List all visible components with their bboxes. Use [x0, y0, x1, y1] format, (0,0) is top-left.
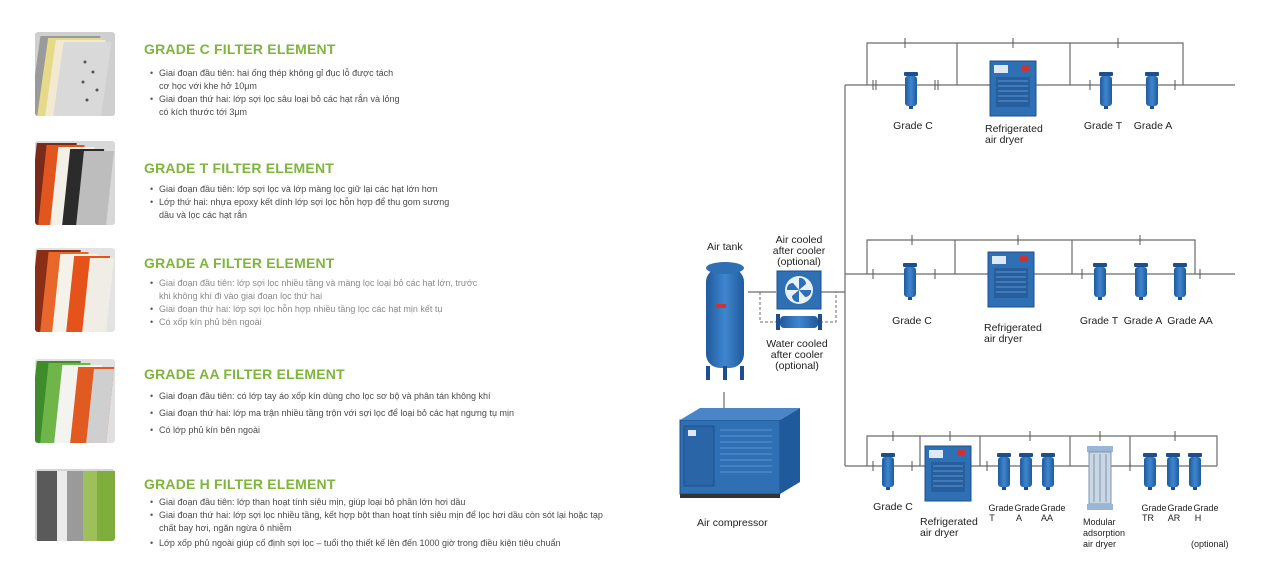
- row2-grade-t-label: Grade T: [1080, 315, 1119, 327]
- water-cooler-label-1: Water cooled: [766, 338, 828, 350]
- grade-h-element-image: [35, 469, 115, 541]
- grade-aa-bullet-2: Giai đoạn thứ hai: lớp ma trận nhiều tần…: [150, 407, 640, 420]
- row3-grade-tr-label-2: TR: [1142, 513, 1154, 523]
- row2-grade-a-label: Grade A: [1124, 315, 1163, 327]
- air-cooler: [776, 270, 822, 310]
- water-cooler-label-3: (optional): [775, 360, 819, 372]
- filter-elements-panel: GRADE C FILTER ELEMENT Giai đoạn đầu tiê…: [0, 0, 660, 581]
- row3-grade-t-filter: [997, 453, 1011, 490]
- air-tank-label: Air tank: [707, 241, 743, 253]
- grade-a-title: GRADE A FILTER ELEMENT: [144, 255, 335, 271]
- row3-grade-t-label-2: T: [989, 513, 995, 523]
- row2-grade-a-filter: [1134, 263, 1148, 300]
- air-compressor: [679, 408, 800, 498]
- water-cooler: [776, 314, 822, 330]
- row3-grade-c-label: Grade C: [873, 501, 913, 513]
- grade-a-bullet-3: Có xốp kín phủ bên ngoài: [150, 316, 490, 329]
- row3-grade-aa-filter: [1041, 453, 1055, 490]
- air-compressor-label: Air compressor: [697, 517, 768, 529]
- water-cooler-label-2: after cooler: [771, 349, 824, 361]
- air-cooler-label-1: Air cooled: [776, 234, 823, 246]
- row3-grade-a-label-1: Grade: [1014, 503, 1039, 513]
- row3-grade-a-filter: [1019, 453, 1033, 490]
- grade-a-bullet-1: Giai đoạn đầu tiên: lớp sợi lọc nhiều tầ…: [150, 277, 490, 303]
- row3-modular-label-1: Modular: [1083, 517, 1116, 527]
- row3-grade-t-label-1: Grade: [988, 503, 1013, 513]
- row3-grade-c-filter: [881, 453, 895, 490]
- row3-dryer: [924, 445, 972, 502]
- air-tank: [706, 262, 744, 380]
- grade-aa-bullets: Giai đoạn đầu tiên: có lớp tay áo xốp kí…: [150, 390, 640, 441]
- grade-h-bullet-2: Giai đoạn thứ hai: lớp sợi lọc nhiều tần…: [150, 509, 620, 535]
- row3-dryer-label-1: Refrigerated: [920, 516, 978, 528]
- row3-grade-aa-label-2: AA: [1041, 513, 1053, 523]
- grade-t-element-image: [35, 141, 115, 225]
- grade-c-title: GRADE C FILTER ELEMENT: [144, 41, 336, 57]
- grade-h-title: GRADE H FILTER ELEMENT: [144, 476, 336, 492]
- row3-modular-label-3: air dryer: [1083, 539, 1116, 549]
- row3-grade-a-label-2: A: [1016, 513, 1022, 523]
- grade-c-bullet-2: Giai đoạn thứ hai: lớp sợi lọc sâu loại …: [150, 93, 400, 119]
- row3-grade-tr-filter: [1143, 453, 1157, 490]
- water-cooler-pipes: [759, 291, 837, 323]
- grade-c-bullet-1: Giai đoạn đầu tiên: hai ống thép không g…: [150, 67, 400, 93]
- air-cooler-label-3: (optional): [777, 256, 821, 268]
- row1-grade-t-label: Grade T: [1084, 120, 1123, 132]
- grade-h-bullet-3: Lớp xốp phủ ngoài giúp cố định sợi lọc –…: [150, 537, 620, 550]
- grade-aa-bullet-1: Giai đoạn đầu tiên: có lớp tay áo xốp kí…: [150, 390, 640, 403]
- grade-t-title: GRADE T FILTER ELEMENT: [144, 160, 335, 176]
- row3-grade-h-label-2: H: [1195, 513, 1202, 523]
- row1-grade-a-label: Grade A: [1134, 120, 1173, 132]
- row1-grade-t-filter: [1099, 72, 1113, 109]
- grade-h-bullet-1: Giai đoạn đầu tiên: lớp than hoạt tính s…: [150, 496, 620, 509]
- row3-grade-h-filter: [1188, 453, 1202, 490]
- row1-grade-c-filter: [904, 72, 918, 109]
- row2-grade-t-filter: [1093, 263, 1107, 300]
- row2-grade-c-label: Grade C: [892, 315, 932, 327]
- row3-grade-tr-label-1: Grade: [1141, 503, 1166, 513]
- row2-dryer-label-1: Refrigerated: [984, 322, 1042, 334]
- grade-aa-element-image: [35, 359, 115, 443]
- grade-t-bullet-1: Giai đoạn đầu tiên: lớp sợi lọc và lớp m…: [150, 183, 450, 196]
- row3-grade-aa-label-1: Grade: [1040, 503, 1065, 513]
- grade-t-bullet-2: Lớp thứ hai: nhựa epoxy kết dính lớp sợi…: [150, 196, 450, 222]
- air-cooler-label-2: after cooler: [773, 245, 826, 257]
- grade-c-element-image: [35, 32, 115, 116]
- row1-dryer-label-1: Refrigerated: [985, 123, 1043, 135]
- air-system-diagram: Air tank Air cooled after cooler (option…: [660, 0, 1280, 581]
- diagram-svg: Air tank Air cooled after cooler (option…: [679, 38, 1235, 549]
- grade-a-bullets: Giai đoạn đầu tiên: lớp sợi lọc nhiều tầ…: [150, 277, 640, 329]
- grade-a-bullet-2: Giai đoạn thứ hai: lớp sợi lọc hỗn hợp n…: [150, 303, 490, 316]
- row1-grade-a-filter: [1145, 72, 1159, 109]
- row3-grade-h-label-1: Grade: [1193, 503, 1218, 513]
- row3-grade-ar-label-1: Grade: [1167, 503, 1192, 513]
- row2-dryer: [987, 251, 1035, 308]
- row2-grade-aa-filter: [1173, 263, 1187, 300]
- grade-t-bullets: Giai đoạn đầu tiên: lớp sợi lọc và lớp m…: [150, 183, 640, 222]
- row3-modular-label-2: adsorption: [1083, 528, 1125, 538]
- row3-optional-label: (optional): [1191, 539, 1229, 549]
- row2-grade-aa-label: Grade AA: [1167, 315, 1213, 327]
- row2-dryer-label-2: air dryer: [984, 333, 1023, 345]
- valve-marks: [872, 38, 1201, 471]
- row3-grade-ar-filter: [1166, 453, 1180, 490]
- row3-grade-ar-label-2: AR: [1168, 513, 1181, 523]
- row3-dryer-label-2: air dryer: [920, 527, 959, 539]
- row3-modular-dryer: [1087, 446, 1113, 510]
- row1-grade-c-label: Grade C: [893, 120, 933, 132]
- row1-dryer: [989, 60, 1037, 117]
- grade-h-bullets: Giai đoạn đầu tiên: lớp than hoạt tính s…: [150, 496, 620, 550]
- grade-aa-title: GRADE AA FILTER ELEMENT: [144, 366, 345, 382]
- grade-c-bullets: Giai đoạn đầu tiên: hai ống thép không g…: [150, 67, 640, 119]
- grade-aa-bullet-3: Có lớp phủ kín bên ngoài: [150, 424, 640, 437]
- row2-grade-c-filter: [903, 263, 917, 300]
- grade-a-element-image: [35, 248, 115, 332]
- row1-dryer-label-2: air dryer: [985, 134, 1024, 146]
